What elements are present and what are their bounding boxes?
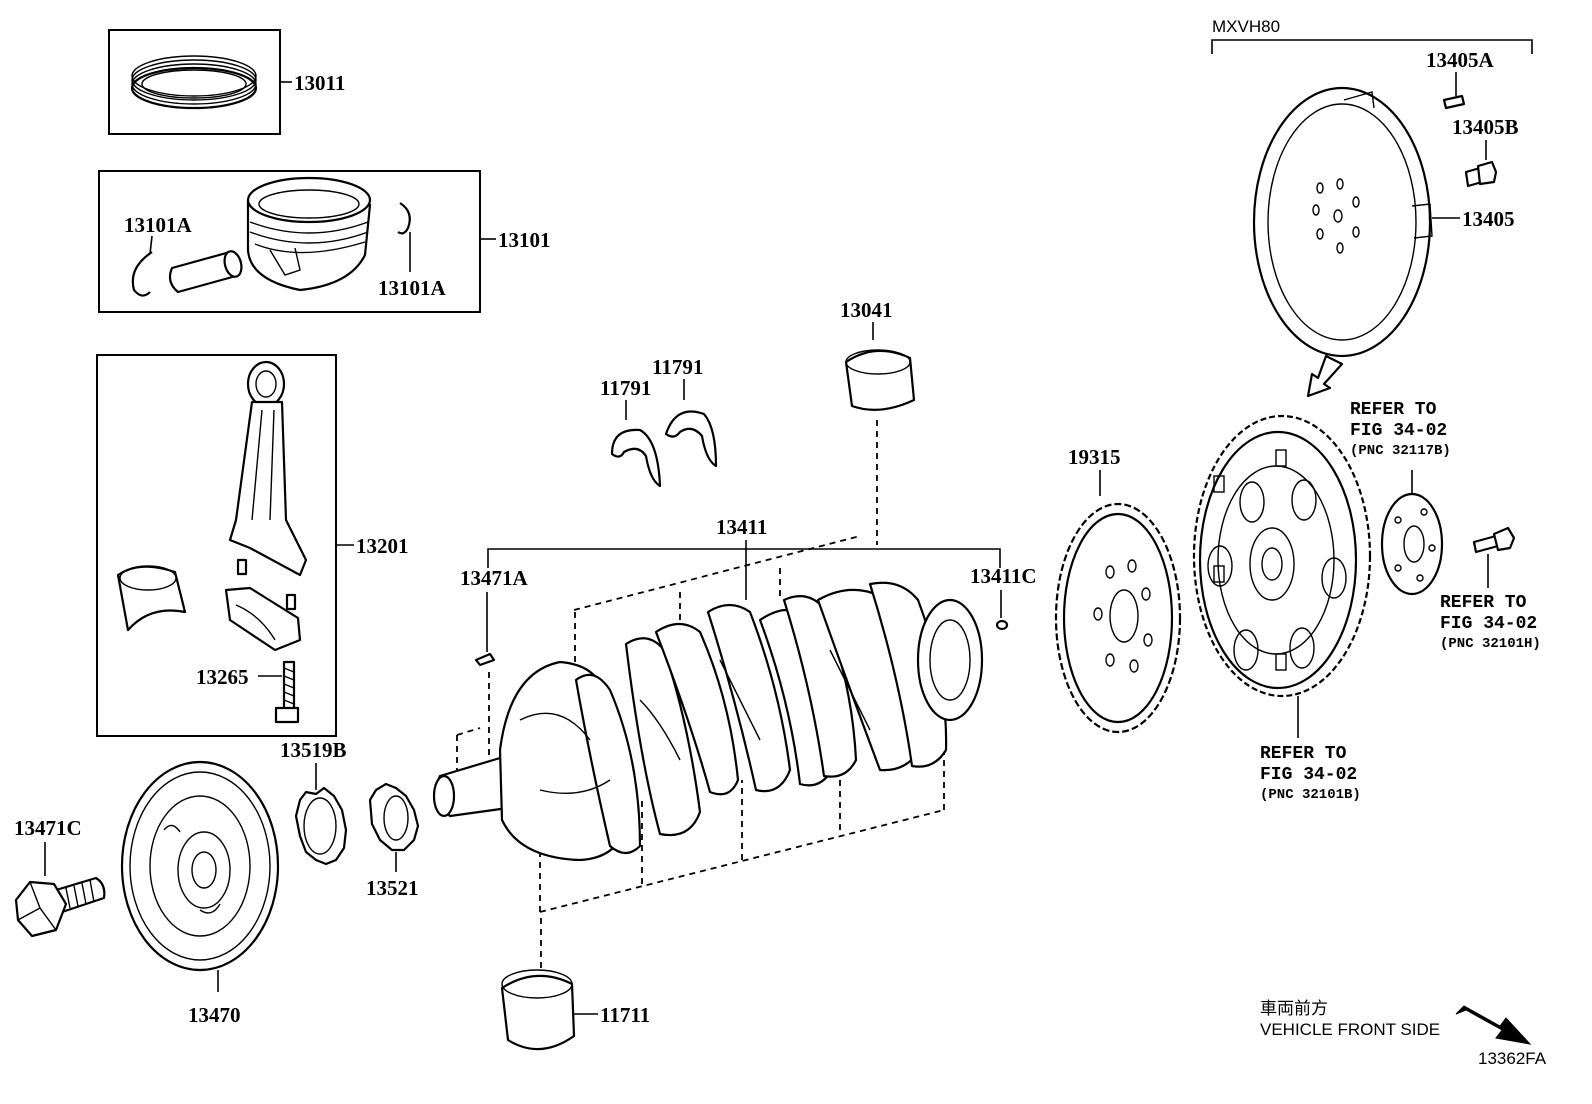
label-13521[interactable]: 13521 (366, 876, 419, 900)
label-13041[interactable]: 13041 (840, 298, 893, 322)
model-bracket-label: MXVH80 (1212, 17, 1280, 36)
crank-pin-13411C-drawing (995, 619, 1009, 631)
flywheel-drawing (1252, 86, 1433, 358)
crankshaft-group: 13411 13471A 13411C (432, 515, 1037, 968)
label-11791-left[interactable]: 11791 (600, 376, 651, 400)
refer-note-a: REFER TO FIG 34-02 (PNC 32117B) (1350, 400, 1451, 459)
vehicle-front-indicator: 車両前方 VEHICLE FRONT SIDE 13362FA (1260, 999, 1547, 1068)
piston-ring-set-group: 13011 (108, 29, 345, 135)
direction-label-en: VEHICLE FRONT SIDE (1260, 1020, 1440, 1039)
label-13471A[interactable]: 13471A (460, 566, 529, 590)
snap-ring-left-drawing (131, 251, 153, 297)
crank-key-13471A-drawing (474, 652, 496, 667)
label-13201[interactable]: 13201 (356, 534, 409, 558)
label-13011[interactable]: 13011 (294, 71, 345, 95)
refer-note-a-line1: REFER TO (1350, 400, 1437, 420)
down-arrow-icon (1306, 354, 1344, 398)
refer-note-c: REFER TO FIG 34-02 (PNC 32101B) (1260, 744, 1361, 803)
drive-plate-bolt-drawing (1472, 526, 1516, 554)
drive-plate-group (1192, 414, 1372, 738)
label-13471C[interactable]: 13471C (14, 816, 82, 840)
refer-note-b-line2: FIG 34-02 (1440, 614, 1537, 634)
flywheel-group: MXVH80 13405 13405A 13405B (1211, 17, 1533, 398)
drive-plate-drawing (1192, 414, 1372, 698)
label-13265[interactable]: 13265 (196, 665, 249, 689)
label-13101A-right[interactable]: 13101A (378, 276, 447, 300)
label-13405B[interactable]: 13405B (1452, 115, 1519, 139)
connecting-rod-group: 13201 13265 (96, 354, 409, 737)
piston-group: 13101 13101A 13101A (98, 170, 551, 313)
snap-ring-right-drawing (397, 202, 411, 235)
front-arrow-icon (1455, 1005, 1532, 1045)
dowel-pin-drawing (1442, 94, 1466, 110)
crank-pulley-group: 13470 (120, 760, 280, 1027)
spacer-plate-drawing (1380, 492, 1444, 596)
label-13519B[interactable]: 13519B (280, 738, 347, 762)
rod-bearing-drawing (116, 565, 187, 632)
rod-bolt-drawing (274, 660, 300, 724)
main-bearing-upper-drawing (844, 349, 916, 411)
thrust-washer-left-drawing (610, 428, 662, 488)
figure-id: 13362FA (1478, 1049, 1547, 1068)
timing-rotor-group: 19315 (1054, 445, 1182, 734)
sprocket-13521-group: 13521 (366, 782, 420, 900)
crank-pulley-drawing (120, 760, 280, 972)
label-13101A-left[interactable]: 13101A (124, 213, 193, 237)
label-13411[interactable]: 13411 (716, 515, 767, 539)
label-13405A[interactable]: 13405A (1426, 48, 1495, 72)
connecting-rod-drawing (224, 360, 308, 652)
crankshaft-drawing (432, 581, 984, 862)
refer-note-c-line1: REFER TO (1260, 744, 1347, 764)
refer-note-b: REFER TO FIG 34-02 (PNC 32101H) (1440, 593, 1541, 652)
refer-note-b-line1: REFER TO (1440, 593, 1527, 613)
label-11791-right[interactable]: 11791 (652, 355, 703, 379)
refer-note-a-line3: (PNC 32117B) (1350, 443, 1451, 459)
flywheel-bolt-drawing (1464, 160, 1498, 188)
refer-note-c-line2: FIG 34-02 (1260, 765, 1357, 785)
main-bearing-lower-group: 11711 (500, 969, 650, 1051)
pulley-bolt-group: 13471C (14, 816, 106, 938)
main-bearing-upper-group: 13041 (840, 298, 916, 545)
label-11711[interactable]: 11711 (600, 1003, 650, 1027)
thrust-washers-group: 11791 11791 (600, 355, 718, 488)
sprocket-13519B-drawing (294, 786, 348, 866)
refer-note-c-line3: (PNC 32101B) (1260, 787, 1361, 803)
label-13101[interactable]: 13101 (498, 228, 551, 252)
sprocket-13521-drawing (368, 782, 420, 852)
sprocket-13519B-group: 13519B (280, 738, 348, 866)
refer-note-a-line2: FIG 34-02 (1350, 421, 1447, 441)
main-bearing-lower-drawing (500, 969, 576, 1051)
label-13405[interactable]: 13405 (1462, 207, 1515, 231)
label-13470[interactable]: 13470 (188, 1003, 241, 1027)
timing-rotor-drawing (1054, 502, 1182, 734)
spacer-plate-group (1380, 470, 1516, 596)
thrust-washer-right-drawing (664, 410, 718, 468)
piston-drawing (246, 176, 372, 292)
direction-label-jp: 車両前方 (1260, 999, 1328, 1018)
label-13411C[interactable]: 13411C (970, 564, 1037, 588)
pulley-bolt-drawing (14, 876, 106, 938)
refer-note-b-line3: (PNC 32101H) (1440, 636, 1541, 652)
piston-pin-drawing (168, 250, 243, 294)
label-19315[interactable]: 19315 (1068, 445, 1121, 469)
piston-ring-set-drawing (130, 55, 258, 110)
